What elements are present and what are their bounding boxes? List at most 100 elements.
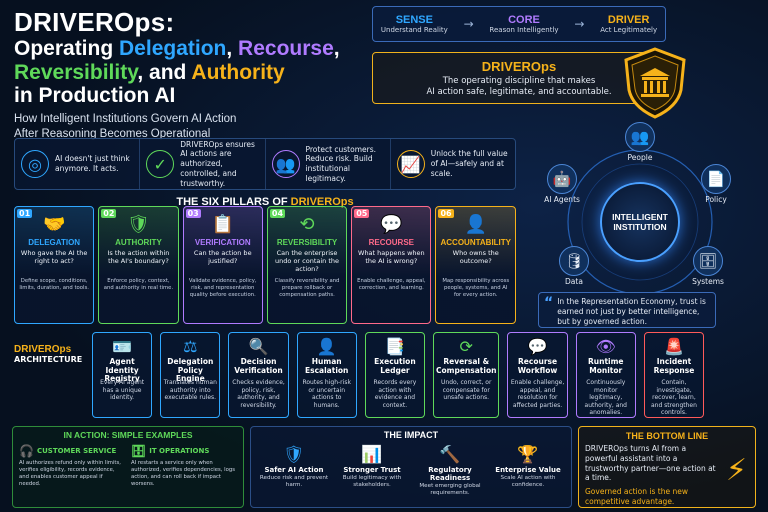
data-node-icon: 🛢 xyxy=(559,246,589,276)
intro-text: Unlock the full value of AI—safely and a… xyxy=(430,149,508,178)
people-icon: 👥 xyxy=(271,150,300,178)
ring-node-label: Systems xyxy=(692,277,724,286)
pillar-desc: Classify reversibility and prepare rollb… xyxy=(274,278,340,298)
trophy-icon: 🏆 xyxy=(517,445,539,465)
arch-step-name: Runtime Monitor xyxy=(588,357,624,375)
impact-heading: THE IMPACT xyxy=(383,430,439,440)
pillar-verification: 03 📋 VERIFICATION Can the action be justifi… xyxy=(182,206,263,324)
impact-name: Safer AI Action xyxy=(264,466,324,474)
examples-panel: IN ACTION: SIMPLE EXAMPLES 🎧CUSTOMER SER… xyxy=(12,426,244,508)
ring-node-ai-agents: 🤖AI Agents xyxy=(534,164,590,204)
pillar-desc: Map responsibility across people, system… xyxy=(442,278,510,298)
refresh-icon: ⟳ xyxy=(459,337,473,356)
pillar-question: Can the action be justified? xyxy=(193,249,252,266)
ai-agent-node-icon: 🤖 xyxy=(547,164,577,194)
hero-title-brand: DRIVEROps: xyxy=(14,7,175,37)
intro-text: DRIVEROps ensures AI actions are authori… xyxy=(180,139,255,188)
target-icon: ◎ xyxy=(21,150,49,178)
pillar-desc: Enable challenge, appeal, correction, an… xyxy=(357,278,426,291)
flow-step-desc: Reason Intelligently xyxy=(489,26,559,34)
examples-heading: IN ACTION: SIMPLE EXAMPLES xyxy=(63,430,193,440)
flow-arrow-icon: → xyxy=(574,17,585,31)
impact-desc: Scale AI action with confidence. xyxy=(500,475,556,488)
ring-node-policy: 📄Policy xyxy=(688,164,744,204)
intro-item: 👥Protect customers. Reduce risk. Build i… xyxy=(266,139,391,189)
flow-step-head: DRIVER xyxy=(607,14,650,26)
safe-shield-icon: 🛡 xyxy=(283,445,305,465)
arch-step-name: Recourse Workflow xyxy=(517,357,558,375)
pillar-question: Can the enterprise undo or contain the a… xyxy=(275,249,340,274)
arch-step-desc: Checks evidence, policy, risk, authority… xyxy=(232,379,285,409)
flow-arrow-icon: → xyxy=(463,17,474,31)
architecture-label: DRIVEROps ARCHITECTURE xyxy=(14,344,83,364)
server-icon: 🗄 xyxy=(131,444,147,458)
arch-step-name: Decision Verification xyxy=(234,357,283,375)
accountability-person-icon: 👤 xyxy=(464,214,487,235)
pillar-number: 01 xyxy=(17,209,33,218)
pillar-number: 04 xyxy=(269,209,286,218)
pillar-number: 02 xyxy=(101,209,117,218)
ring-node-systems: 🗄Systems xyxy=(680,246,736,286)
intro-text: Protect customers. Reduce risk. Build in… xyxy=(305,144,377,183)
gavel-icon: 🔨 xyxy=(439,445,461,465)
ring-node-data: 🛢Data xyxy=(546,246,602,286)
growth-chart-icon: 📈 xyxy=(396,150,425,178)
headset-icon: 🎧 xyxy=(19,444,34,458)
intro-item: ✓DRIVEROps ensures AI actions are author… xyxy=(140,139,266,189)
hero-title-line3: Reversibility, and Authority xyxy=(14,60,285,84)
example-head: 🎧CUSTOMER SERVICE xyxy=(19,444,125,458)
chat-icon: 💬 xyxy=(527,337,548,356)
intro-strip: ◎AI doesn't just think anymore. It acts.… xyxy=(14,138,516,190)
policy-node-icon: 📄 xyxy=(701,164,731,194)
impact-desc: Reduce risk and prevent harm. xyxy=(259,475,329,488)
bottom-line-panel: THE BOTTOM LINE DRIVEROps turns AI from … xyxy=(578,426,756,508)
arch-step-desc: Undo, correct, or compensate for unsafe … xyxy=(441,379,492,401)
pillar-name: RECOURSE xyxy=(368,238,414,247)
shield-check-icon: ✓ xyxy=(146,150,175,178)
bottom-line-text: DRIVEROps turns AI from a powerful assis… xyxy=(585,444,716,483)
pillar-question: Who owns the outcome? xyxy=(452,249,499,266)
bottom-line-highlight: Governed action is the new competitive a… xyxy=(585,487,688,506)
pillar-desc: Validate evidence, policy, risk, and rep… xyxy=(188,278,257,298)
flow-step-desc: Understand Reality xyxy=(380,26,448,34)
impact-name: Stronger Trust xyxy=(343,466,401,474)
human-icon: 👤 xyxy=(316,337,337,356)
ring-node-label: Policy xyxy=(705,195,727,204)
intro-item: 📈Unlock the full value of AI—safely and … xyxy=(391,139,515,189)
verification-clipboard-icon: 📋 xyxy=(211,214,234,235)
delegation-icon: 🤝 xyxy=(42,214,66,235)
arch-step-name: Execution Ledger xyxy=(374,357,416,375)
impact-desc: Meet emerging global requirements. xyxy=(419,483,481,496)
representation-economy-quote: “ In the Representation Economy, trust i… xyxy=(538,292,716,328)
arch-step-desc: Records every action with evidence and c… xyxy=(373,379,417,409)
quote-text: In the Representation Economy, trust is … xyxy=(557,297,706,326)
arch-step-name: Reversal & Compensation xyxy=(436,357,497,375)
arch-step-name: Agent Identity Registry xyxy=(104,357,140,384)
ring-center: INTELLIGENT INSTITUTION xyxy=(600,182,680,262)
pillar-name: REVERSIBILITY xyxy=(276,238,338,247)
authority-shield-icon: 🛡 xyxy=(127,214,150,235)
arch-step-name: Delegation Policy Engine xyxy=(167,357,214,384)
pillar-name: VERIFICATION xyxy=(194,238,251,247)
example-title: CUSTOMER SERVICE xyxy=(36,447,117,455)
arch-step-desc: Enable challenge, appeal, and resolution… xyxy=(510,379,565,409)
hero-title-line4: in Production AI xyxy=(14,84,176,108)
arch-step-desc: Continuously monitor legitimacy, authori… xyxy=(584,379,627,416)
pillar-name: DELEGATION xyxy=(28,238,81,247)
pillar-number: 03 xyxy=(185,209,201,218)
